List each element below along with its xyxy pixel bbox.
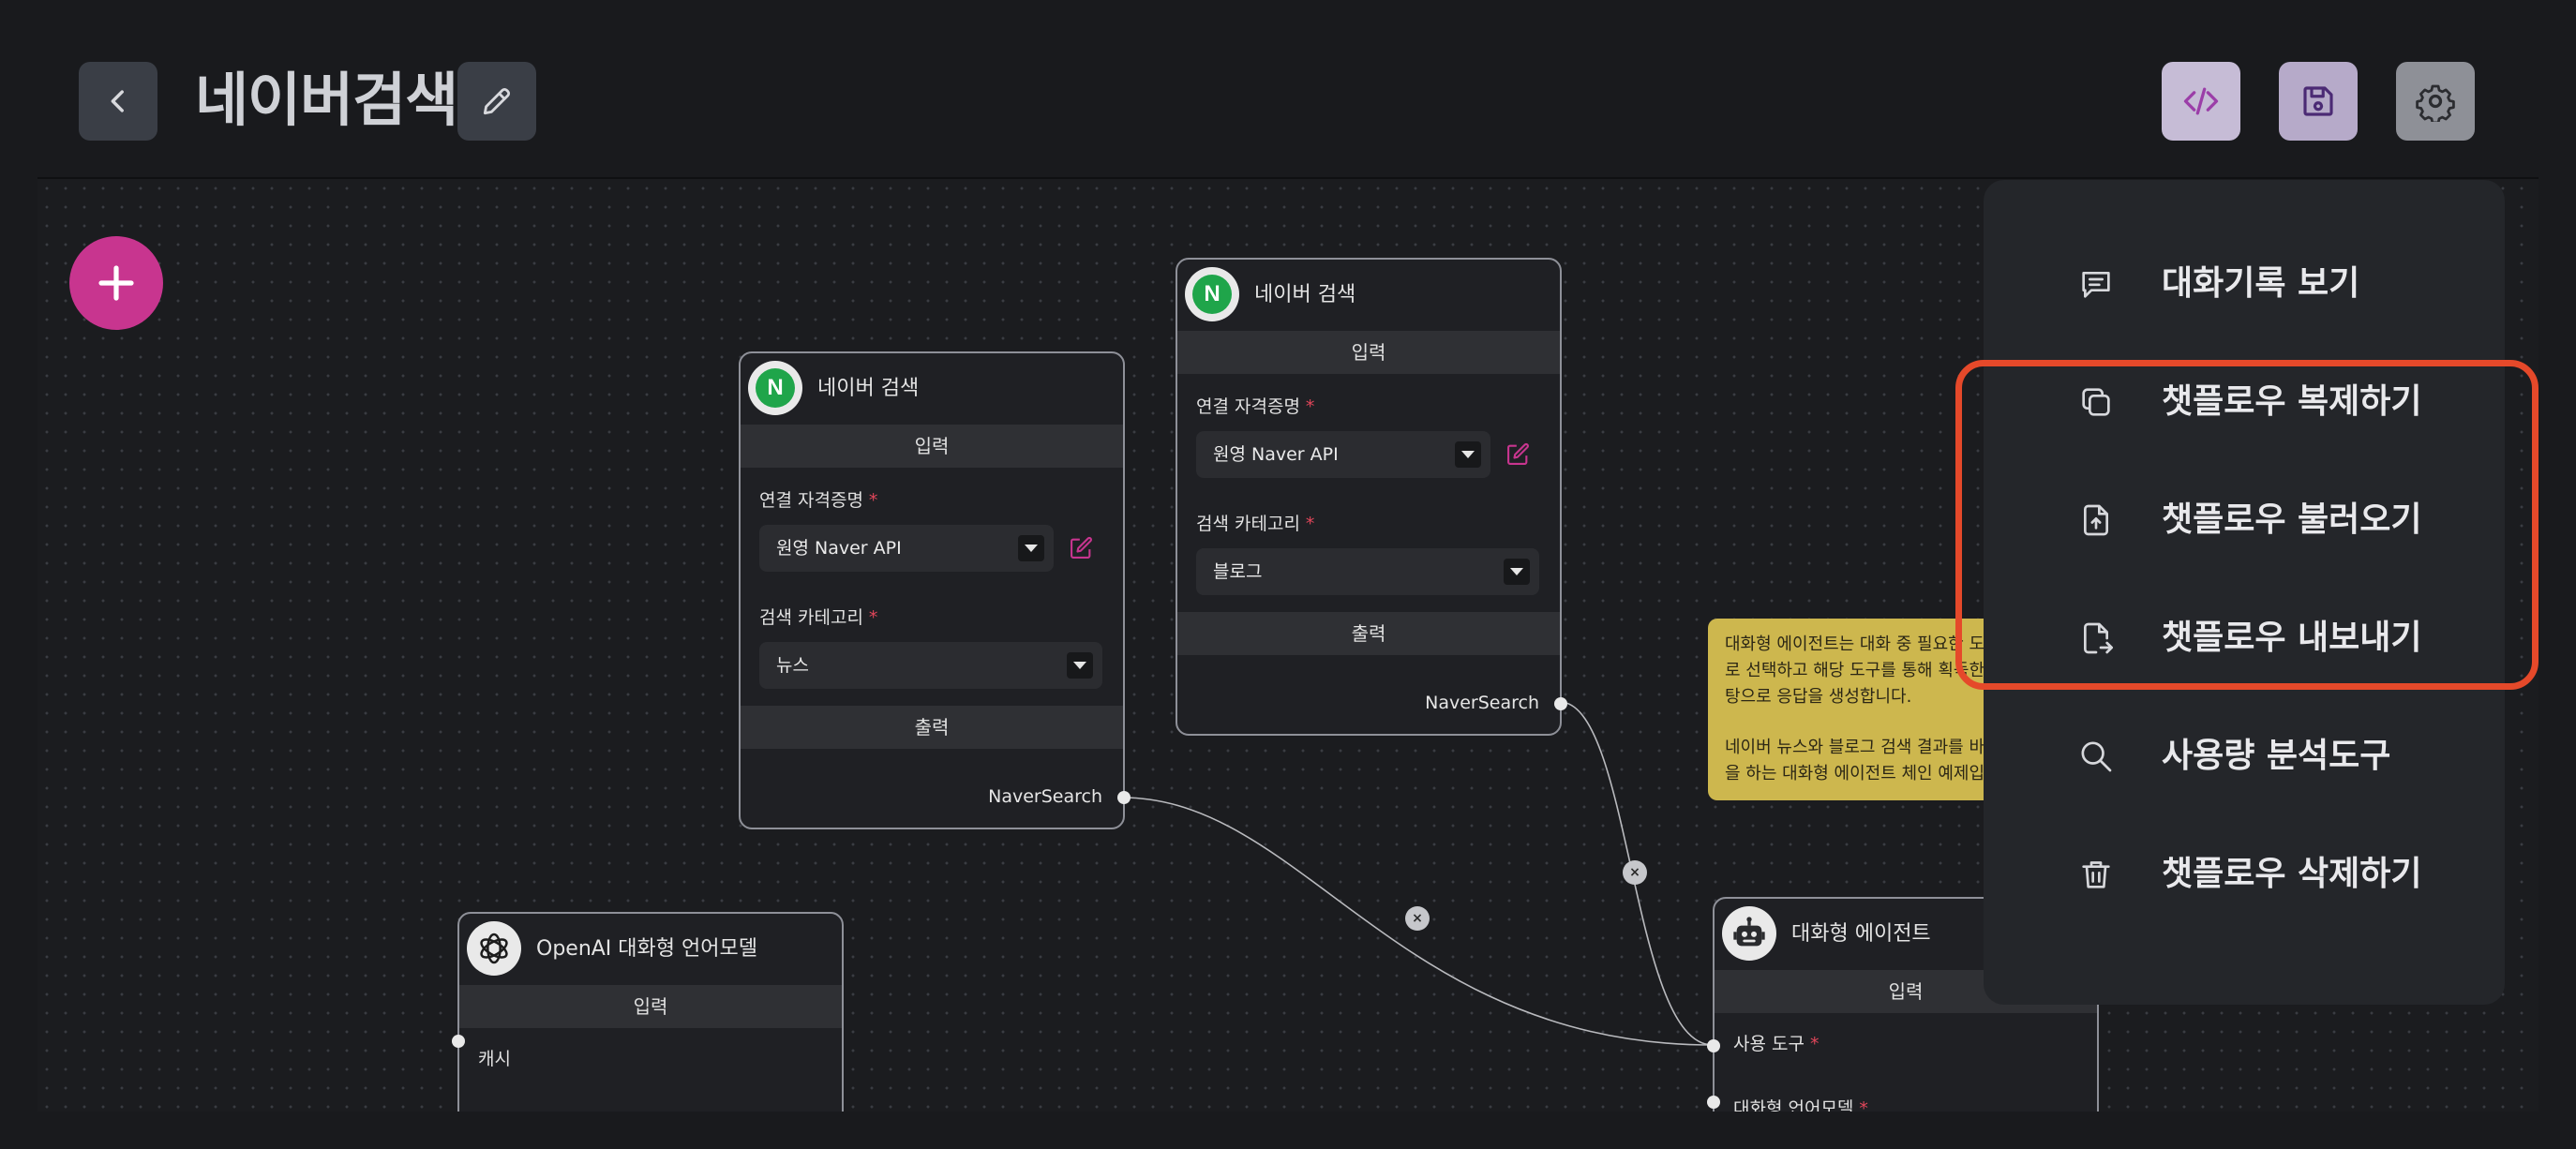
edit-icon — [1071, 536, 1092, 559]
search-icon — [2081, 741, 2112, 772]
input-handle[interactable] — [452, 1035, 465, 1048]
category-label: 검색 카테고리* — [1196, 514, 1315, 534]
openai-chat-model-node[interactable]: OpenAI 대화형 언어모델 입력 캐시 — [452, 912, 844, 1112]
code-icon — [2183, 87, 2219, 115]
note-line: 네이버 뉴스와 블로그 검색 결과를 바 — [1725, 738, 1985, 757]
edge-delete-button[interactable]: × — [1623, 860, 1647, 885]
required-asterisk: * — [1809, 1034, 1820, 1054]
naver-search-node[interactable]: N 네이버 검색 입력 연결 자격증명* 원영 Naver API 검색 카테고… — [739, 351, 1131, 829]
output-name: NaverSearch — [988, 786, 1102, 807]
note-line: 을 하는 대화형 에이전트 체인 예제입 — [1725, 764, 1985, 783]
menu-item-analytics[interactable]: 사용량 분석도구 — [1984, 705, 2505, 808]
pencil-icon — [483, 87, 511, 115]
node-header: 대화형 에이전트 — [1715, 899, 2097, 970]
bottom-strip — [0, 1112, 2576, 1149]
highlight-annotation-box — [1955, 360, 2539, 690]
required-asterisk: * — [868, 490, 878, 511]
required-asterisk: * — [1859, 1098, 1868, 1112]
menu-item-load[interactable]: 챗플로우 불러오기 — [1984, 469, 2505, 572]
robot-icon — [1722, 906, 1776, 961]
chevron-down-icon — [1018, 535, 1044, 561]
chevron-down-icon — [1067, 652, 1093, 679]
back-button[interactable] — [79, 62, 157, 141]
node-title: 네이버 검색 — [1254, 283, 1356, 306]
edge-delete-button[interactable]: × — [1405, 906, 1430, 931]
category-select[interactable]: 블로그 — [1196, 548, 1539, 595]
file-export-icon — [2084, 622, 2113, 654]
input-handle[interactable] — [1707, 1039, 1720, 1052]
menu-item-delete[interactable]: 챗플로우 삭제하기 — [1984, 823, 2505, 926]
output-section-header: 출력 — [741, 706, 1123, 749]
input-section-header: 입력 — [1177, 331, 1560, 374]
node-header: OpenAI 대화형 언어모델 — [459, 914, 842, 985]
node-header: N 네이버 검색 — [1177, 260, 1560, 331]
chevron-down-icon — [1455, 441, 1481, 468]
page-title: 네이버검색 — [195, 66, 458, 134]
tools-label: 사용 도구* — [1733, 1034, 1820, 1054]
api-code-button[interactable] — [2162, 62, 2240, 141]
menu-item-duplicate[interactable]: 챗플로우 복제하기 — [1984, 351, 2505, 454]
menu-item-view-messages[interactable]: 대화기록 보기 — [1984, 232, 2505, 336]
edit-credential-button[interactable] — [1504, 440, 1532, 469]
note-line: 대화형 에이전트는 대화 중 필요한 도 — [1725, 634, 1985, 654]
category-select[interactable]: 뉴스 — [759, 642, 1102, 689]
required-asterisk: * — [868, 607, 878, 628]
gear-icon — [2416, 84, 2455, 122]
settings-menu: 대화기록 보기 챗플로우 복제하기 챗플로우 불러오기 챗플로우 내보내기 사용… — [1984, 180, 2505, 1005]
header-bar: 네이버검색 — [0, 0, 2576, 179]
cache-label: 캐시 — [478, 1049, 511, 1069]
plus-icon — [98, 265, 134, 301]
credential-label: 연결 자격증명* — [759, 490, 878, 511]
message-icon — [2082, 272, 2110, 298]
category-label: 검색 카테고리* — [759, 607, 878, 628]
note-line: 로 선택하고 해당 도구를 통해 획득한 — [1725, 661, 1985, 680]
credential-select[interactable]: 원영 Naver API — [1196, 431, 1490, 478]
chat-model-label: 대화형 언어모델* — [1715, 1095, 2097, 1112]
input-section-header: 입력 — [459, 985, 842, 1028]
node-title: 네이버 검색 — [817, 377, 920, 400]
output-handle[interactable] — [1554, 697, 1567, 710]
naver-search-node[interactable]: N 네이버 검색 입력 연결 자격증명* 원영 Naver API 검색 카테고… — [1176, 258, 1567, 736]
required-asterisk: * — [1305, 514, 1315, 534]
naver-logo-icon: N — [1185, 267, 1239, 321]
naver-logo-icon: N — [748, 361, 802, 415]
chevron-left-icon — [111, 90, 124, 112]
credential-select[interactable]: 원영 Naver API — [759, 525, 1054, 572]
header-divider — [37, 177, 2539, 179]
save-icon — [2303, 86, 2333, 116]
menu-item-export[interactable]: 챗플로우 내보내기 — [1984, 587, 2505, 690]
note-line: 탕으로 응답을 생성합니다. — [1725, 687, 1912, 707]
settings-button[interactable] — [2396, 62, 2475, 141]
edit-icon — [1507, 442, 1529, 465]
save-button[interactable] — [2279, 62, 2358, 141]
edit-credential-button[interactable] — [1067, 534, 1095, 562]
output-section-header: 출력 — [1177, 612, 1560, 655]
file-upload-icon — [2084, 504, 2108, 536]
edit-title-button[interactable] — [457, 62, 536, 141]
node-header: N 네이버 검색 — [741, 353, 1123, 425]
openai-logo-icon — [467, 921, 521, 976]
input-section-header: 입력 — [741, 425, 1123, 468]
add-node-button[interactable] — [69, 236, 163, 330]
edge-naver1-to-agent — [1121, 797, 1714, 1046]
output-handle[interactable] — [1117, 791, 1131, 804]
output-name: NaverSearch — [1425, 693, 1539, 713]
chevron-down-icon — [1504, 559, 1530, 585]
input-handle[interactable] — [1707, 1096, 1720, 1109]
copy-icon — [2082, 388, 2110, 416]
node-title: OpenAI 대화형 언어모델 — [536, 937, 757, 961]
required-asterisk: * — [1305, 396, 1315, 417]
trash-icon — [2082, 861, 2110, 888]
node-title: 대화형 에이전트 — [1791, 922, 1931, 946]
credential-label: 연결 자격증명* — [1196, 396, 1315, 417]
